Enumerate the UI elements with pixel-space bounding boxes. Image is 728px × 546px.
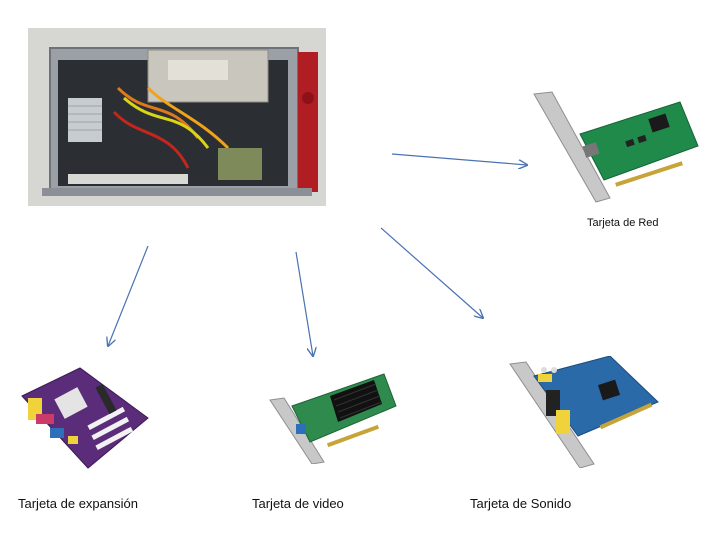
video-card-label: Tarjeta de video: [252, 496, 344, 511]
arrow-to-motherboard: [108, 245, 149, 346]
computer-case-image: [28, 28, 326, 206]
arrow-to-sound-card: [380, 227, 483, 318]
arrow-to-video-card: [295, 251, 313, 356]
network-card-label: Tarjeta de Red: [587, 217, 659, 229]
motherboard-image: [18, 366, 150, 470]
network-card-image: [530, 88, 702, 208]
video-card-image: [266, 372, 398, 464]
sound-card-image: [508, 356, 660, 468]
sound-card-label: Tarjeta de Sonido: [470, 496, 572, 511]
expansion-card-label: Tarjeta de expansión: [18, 496, 138, 511]
arrow-to-network-card: [391, 153, 527, 165]
